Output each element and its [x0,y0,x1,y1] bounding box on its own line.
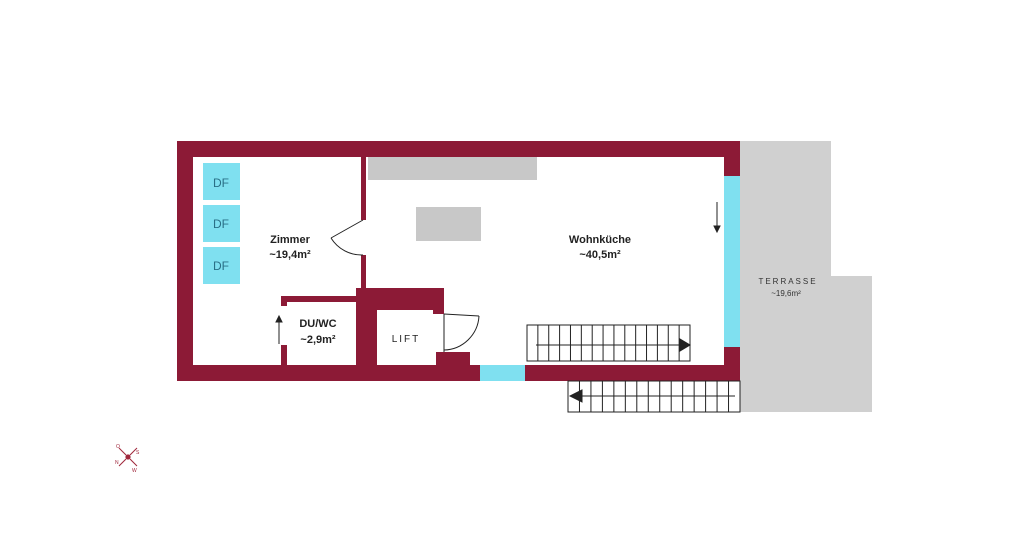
arrow-left-icon [568,389,583,403]
kitchen-counter [368,157,537,180]
wall-right-bottom [724,347,740,381]
wall-zimmer-wohn [361,157,366,220]
stairs-inside-outline [526,324,691,362]
wall-duwc-left-lower [281,345,287,365]
skylight: DF [203,163,240,200]
wall-lift-left [373,310,377,365]
wall-duwc-left [281,296,287,306]
furniture [368,157,537,241]
room-area-wohnkueche: ~40,5m² [579,249,621,261]
wall-lift-top [356,288,444,310]
room-name-zimmer: Zimmer [270,234,310,246]
window-south [480,365,525,381]
stairs-outside [567,380,741,413]
skylight: DF [203,205,240,242]
doors [330,219,480,352]
terrace-name: TERRASSE [758,277,817,286]
wall-bottom-left [177,365,480,381]
wall-duwc-top [281,296,356,302]
stairs-outside-outline [567,380,741,413]
compass-rose-icon: O S N W [115,444,140,474]
wall-left [177,141,193,381]
wall-bottom-right [525,365,740,381]
skylight-label: DF [213,217,229,231]
arrows [275,202,721,344]
wall-lift-bottom-block [436,352,470,365]
wall-top [177,141,740,157]
arrow-right-icon [679,338,691,352]
door-zimmer [330,219,364,256]
skylight-label: DF [213,259,229,273]
room-labels: Zimmer ~19,4m² DU/WC ~2,9m² Wohnküche ~4… [269,234,631,346]
room-name-wohnkueche: Wohnküche [569,234,631,246]
stairs-inside [526,324,691,362]
terrace-area-shape [740,141,872,412]
skylight-label: DF [213,176,229,190]
svg-text:S: S [136,450,140,456]
stair-treads [537,325,680,361]
skylight: DF [203,247,240,284]
wall-lift-right [433,288,444,314]
arrow-down-icon [713,225,721,234]
lift-label: LIFT [392,334,421,345]
terrace-size: ~19,6m² [771,289,801,298]
room-area-duwc: ~2,9m² [300,334,335,346]
arrow-up-icon [275,314,283,323]
door-lift [443,313,480,351]
outer-walls [177,141,740,381]
interior-walls [281,157,470,365]
wall-zimmer-wohn-lower [361,255,366,288]
skylights: DF DF DF [203,163,240,284]
svg-text:N: N [115,460,119,466]
window-east [724,176,740,347]
terrace: TERRASSE ~19,6m² [740,141,872,412]
room-area-zimmer: ~19,4m² [269,249,311,261]
kitchen-island [416,207,481,241]
wall-right-top [724,141,740,176]
room-name-duwc: DU/WC [299,318,336,330]
svg-text:W: W [132,468,137,474]
windows [480,176,740,381]
svg-text:O: O [116,444,120,450]
